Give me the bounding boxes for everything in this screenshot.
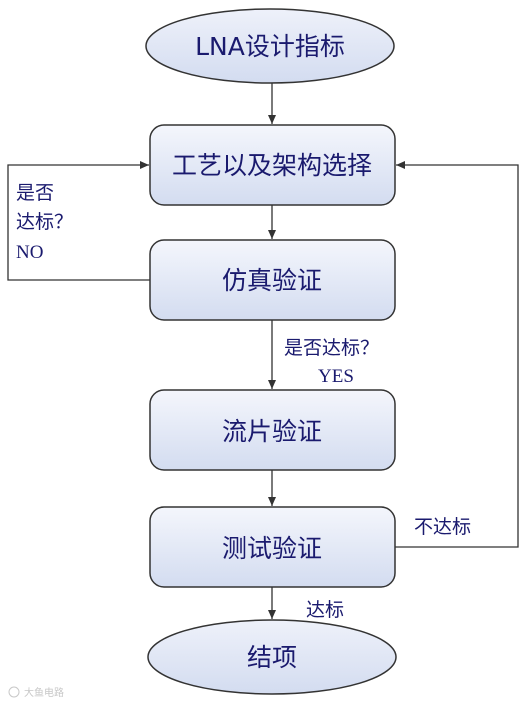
end-node-label: 结项 — [247, 643, 297, 672]
no-label-line2: 达标？ — [16, 211, 73, 233]
simulation-label: 仿真验证 — [222, 266, 322, 295]
arrow-test-fail-loop — [395, 161, 519, 548]
test-node: 测试验证 — [149, 506, 396, 588]
no-label-line1: 是否 — [16, 182, 54, 204]
simulation-node: 仿真验证 — [149, 239, 396, 321]
start-node: LNA设计指标 — [145, 8, 395, 84]
end-node: 结项 — [147, 619, 397, 695]
no-label-line3: NO — [16, 242, 43, 263]
process-select-node: 工艺以及架构选择 — [149, 124, 396, 206]
tapeout-label: 流片验证 — [222, 417, 322, 446]
watermark-text: 大鱼电路 — [24, 686, 64, 699]
watermark-icon — [8, 686, 20, 698]
test-label: 测试验证 — [222, 534, 322, 563]
yes-label-line1: 是否达标？ — [284, 337, 379, 359]
arrow-simulation-fail-loop — [7, 161, 150, 281]
tapeout-node: 流片验证 — [149, 389, 396, 471]
yes-label-line2: YES — [318, 366, 354, 387]
process-select-label: 工艺以及架构选择 — [172, 151, 372, 180]
watermark: 大鱼电路 — [8, 686, 64, 699]
not-pass-label: 不达标 — [414, 516, 471, 538]
pass-label: 达标 — [306, 599, 344, 621]
start-node-label: LNA设计指标 — [195, 32, 345, 61]
